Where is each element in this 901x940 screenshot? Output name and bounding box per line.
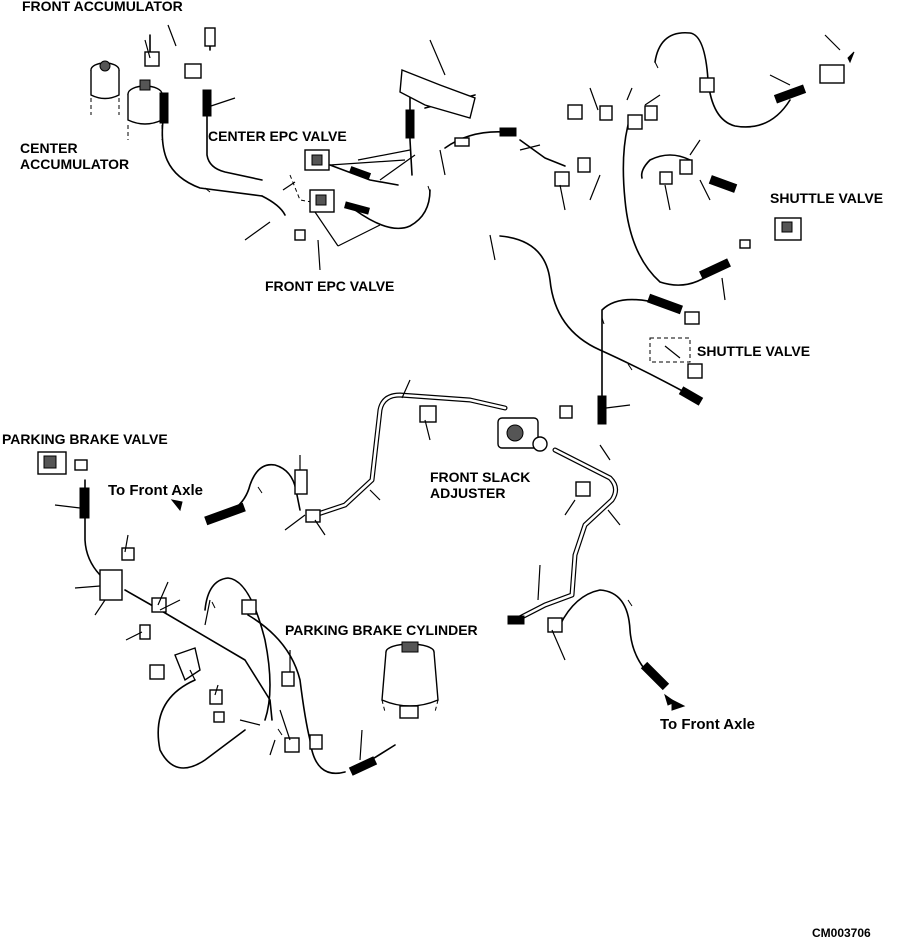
shuttle-valve-upper bbox=[699, 217, 802, 280]
lower-left-fittings bbox=[99, 547, 378, 776]
label-parking-brake-cylinder: PARKING BRAKE CYLINDER bbox=[285, 622, 478, 638]
label-center-epc-valve: CENTER EPC VALVE bbox=[208, 128, 347, 144]
label-to-front-axle-right: To Front Axle bbox=[660, 716, 755, 733]
label-shuttle-valve-upper: SHUTTLE VALVE bbox=[770, 190, 884, 206]
parking-brake-valve bbox=[37, 451, 90, 519]
accumulator-fittings bbox=[144, 27, 216, 124]
label-front-accumulator: FRONT ACCUMULATOR bbox=[22, 0, 183, 14]
front-epc-valve bbox=[294, 189, 370, 241]
hose-markers bbox=[204, 61, 659, 736]
front-axle-fitting-right bbox=[507, 615, 677, 706]
arrow-to-front-axle bbox=[170, 51, 855, 711]
front-accumulator bbox=[90, 60, 120, 115]
label-front-slack-adjuster: FRONT SLACK ADJUSTER bbox=[430, 469, 531, 501]
label-front-epc-valve: FRONT EPC VALVE bbox=[265, 278, 395, 294]
center-accumulator bbox=[127, 79, 163, 140]
parking-brake-cylinder bbox=[381, 641, 439, 719]
label-to-front-axle-left: To Front Axle bbox=[108, 482, 203, 499]
drawing-number: CM003706 bbox=[812, 926, 871, 940]
front-axle-fitting-left bbox=[204, 469, 321, 526]
label-parking-brake-valve: PARKING BRAKE VALVE bbox=[2, 431, 168, 447]
shuttle-valve-lower bbox=[597, 293, 704, 425]
label-shuttle-valve-lower: SHUTTLE VALVE bbox=[697, 343, 811, 359]
top-right-fittings bbox=[554, 64, 845, 193]
leader-lines bbox=[54, 24, 841, 761]
front-slack-adjuster bbox=[419, 405, 591, 497]
label-center-accumulator: CENTER ACCUMULATOR bbox=[20, 140, 130, 172]
junction-block-top bbox=[399, 69, 517, 147]
